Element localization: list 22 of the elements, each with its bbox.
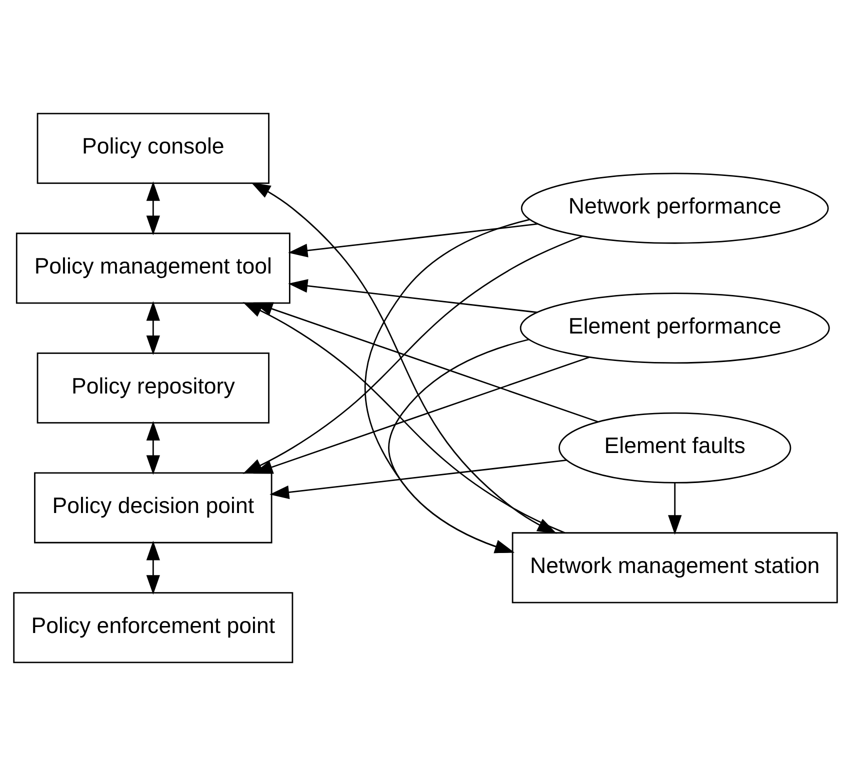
arrow xyxy=(270,459,567,499)
arrow xyxy=(288,278,538,313)
node-ellipse: Element faults xyxy=(558,412,792,483)
node-box: Policy enforcement point xyxy=(13,592,294,663)
arrow xyxy=(253,356,590,474)
arrow xyxy=(146,540,160,594)
arrow xyxy=(250,182,557,534)
arrow xyxy=(253,302,598,422)
node-box: Network management station xyxy=(512,532,838,603)
node-box: Policy console xyxy=(36,112,270,184)
node-box: Policy decision point xyxy=(34,472,272,543)
arrow xyxy=(288,222,538,257)
node-box: Policy repository xyxy=(36,352,270,424)
arrow xyxy=(146,420,160,474)
node-ellipse: Element performance xyxy=(520,292,830,364)
node-ellipse: Network performance xyxy=(520,172,829,244)
node-box: Policy management tool xyxy=(16,232,290,304)
arrow xyxy=(146,180,160,235)
arrow xyxy=(668,482,682,534)
arrow xyxy=(388,338,529,553)
arrow xyxy=(364,218,530,553)
arrow xyxy=(146,300,160,354)
